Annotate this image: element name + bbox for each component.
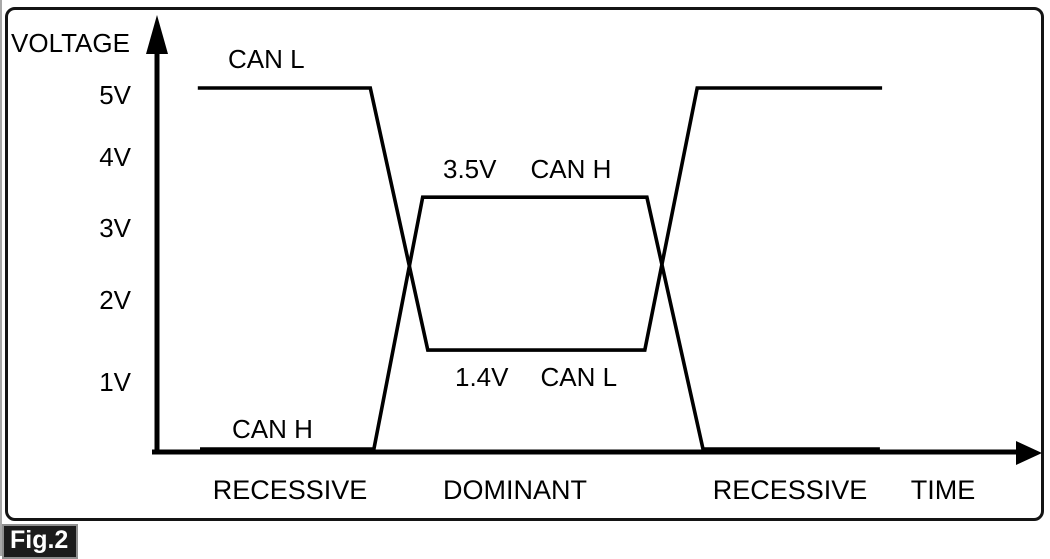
dominant-high-voltage: 3.5V	[443, 154, 497, 184]
bus-state-label-dominant: DOMINANT	[443, 475, 587, 505]
dominant-low-annotation: 1.4V CAN L	[455, 364, 617, 390]
y-tick-2v: 2V	[99, 285, 131, 315]
bus-state-label-recessive-left: RECESSIVE	[212, 475, 368, 505]
y-axis-title: VOLTAGE	[11, 28, 130, 58]
figure-caption-text: Fig.2	[10, 526, 69, 554]
y-tick-3v: 3V	[99, 213, 131, 243]
dominant-high-annotation: 3.5V CAN H	[443, 156, 611, 182]
signal-traces	[197, 86, 883, 451]
can-l-trace	[197, 86, 883, 352]
dominant-high-signal: CAN H	[530, 154, 612, 184]
page-edge-line	[0, 0, 2, 556]
can-l-recessive-label: CAN L	[228, 44, 305, 74]
y-tick-1v: 1V	[99, 367, 131, 397]
dominant-low-signal: CAN L	[540, 362, 618, 392]
dominant-low-voltage: 1.4V	[455, 362, 509, 392]
can-h-recessive-label: CAN H	[232, 414, 313, 444]
bus-state-label-recessive-right: RECESSIVE	[712, 475, 868, 505]
x-axis-arrow-icon	[1016, 441, 1042, 465]
x-axis-title: TIME	[910, 475, 976, 505]
y-tick-5v: 5V	[99, 80, 131, 110]
figure-border	[5, 7, 1044, 521]
y-tick-4v: 4V	[99, 142, 131, 172]
figure-caption-badge: Fig.2	[2, 524, 79, 559]
y-axis-arrow-icon	[146, 15, 168, 54]
can-h-trace	[200, 195, 880, 451]
